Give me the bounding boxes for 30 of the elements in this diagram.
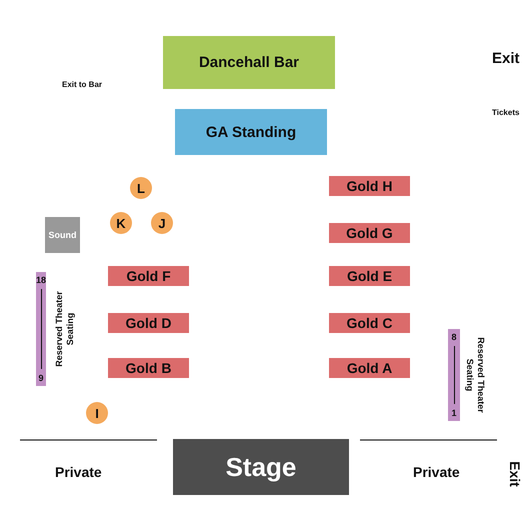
theater-seating-bar xyxy=(448,329,460,421)
seating-section: Gold H xyxy=(329,176,410,196)
private-area-label: Private xyxy=(55,464,102,480)
sound-booth: Sound xyxy=(45,217,80,253)
row-number: 9 xyxy=(38,373,44,383)
table-circle: L xyxy=(130,177,152,199)
section-label: Reserved Theater Seating xyxy=(464,336,486,415)
seating-section: Gold F xyxy=(108,266,189,286)
standing-area: GA Standing xyxy=(175,109,327,155)
seating-section: Gold B xyxy=(108,358,189,378)
bar-area: Dancehall Bar xyxy=(163,36,335,89)
row-number: 18 xyxy=(36,275,46,285)
row-number: 8 xyxy=(451,332,456,342)
exit-label: Exit xyxy=(492,50,520,67)
stage-area: Stage xyxy=(173,439,349,495)
seating-section: Gold C xyxy=(329,313,410,333)
section-label: Reserved Theater Seating xyxy=(54,290,76,369)
seating-section: Gold D xyxy=(108,313,189,333)
tickets-label: Tickets xyxy=(492,108,520,117)
exit-label: Exit to Bar xyxy=(62,80,102,89)
row-number: 1 xyxy=(451,408,456,418)
table-circle: K xyxy=(110,212,132,234)
seating-section: Gold G xyxy=(329,223,410,243)
exit-label: Exit xyxy=(506,461,523,487)
seating-section: Gold A xyxy=(329,358,410,378)
table-circle: J xyxy=(151,212,173,234)
private-area-label: Private xyxy=(413,464,460,480)
seating-section: Gold E xyxy=(329,266,410,286)
theater-seating-bar xyxy=(36,272,46,386)
table-circle: I xyxy=(86,402,108,424)
